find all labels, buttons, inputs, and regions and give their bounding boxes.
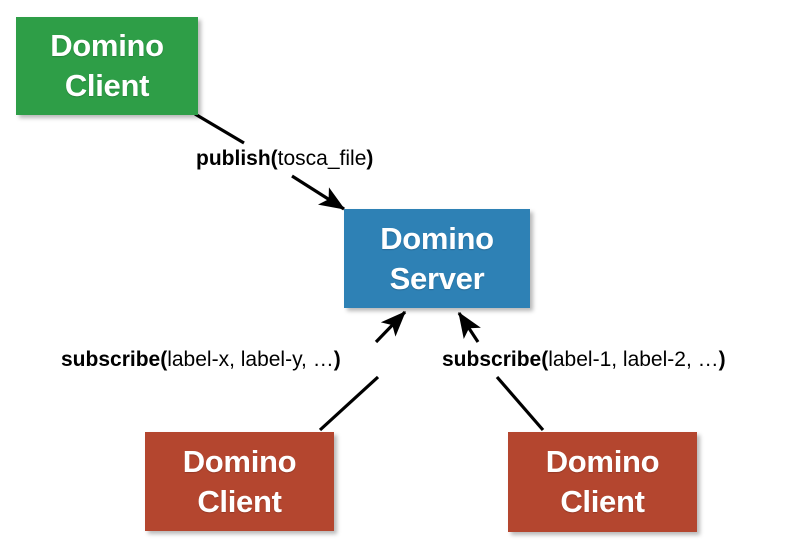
edge-label-subscribe-right-close: ) — [718, 348, 726, 371]
edge-label-subscribe-left-args: label-x, label-y, … — [167, 348, 334, 371]
edge-publish-segment-lower — [291, 174, 346, 211]
node-label-line2: Server — [389, 260, 485, 296]
node-label-line1: Domino — [182, 443, 297, 479]
node-label-line2: Client — [560, 484, 645, 519]
edge-publish-segment-upper — [194, 112, 245, 145]
edge-subscribe-right-segment-lower — [495, 375, 545, 432]
node-domino-client-publisher[interactable]: Domino Client — [16, 17, 198, 115]
edge-label-publish: publish(tosca_file) — [196, 148, 373, 169]
edge-label-subscribe-left: subscribe(label-x, label-y, …) — [61, 349, 341, 370]
edge-label-publish-args: tosca_file — [277, 147, 367, 170]
node-domino-server[interactable]: Domino Server — [344, 209, 530, 308]
node-label-line1: Domino — [545, 444, 660, 480]
edge-subscribe-right-segment-upper — [457, 311, 481, 343]
edge-subscribe-left-segment-lower — [318, 375, 380, 432]
edge-label-subscribe-left-close: ) — [333, 348, 341, 371]
node-label-line2: Client — [64, 68, 150, 103]
edge-subscribe-left-segment-upper — [374, 310, 407, 344]
edge-label-subscribe-left-call: subscribe( — [61, 348, 168, 371]
edge-label-publish-close: ) — [366, 147, 374, 170]
node-domino-client-subscriber-left[interactable]: Domino Client — [145, 432, 334, 531]
edge-label-subscribe-right-call: subscribe( — [442, 348, 549, 371]
edge-label-subscribe-right: subscribe(label-1, label-2, …) — [442, 349, 726, 370]
node-label-line1: Domino — [50, 28, 164, 64]
edge-label-subscribe-right-args: label-1, label-2, … — [548, 348, 719, 371]
node-label-line1: Domino — [380, 220, 494, 256]
edge-label-publish-call: publish( — [196, 147, 278, 170]
node-domino-client-subscriber-right[interactable]: Domino Client — [508, 432, 697, 532]
node-label-line2: Client — [197, 483, 282, 519]
